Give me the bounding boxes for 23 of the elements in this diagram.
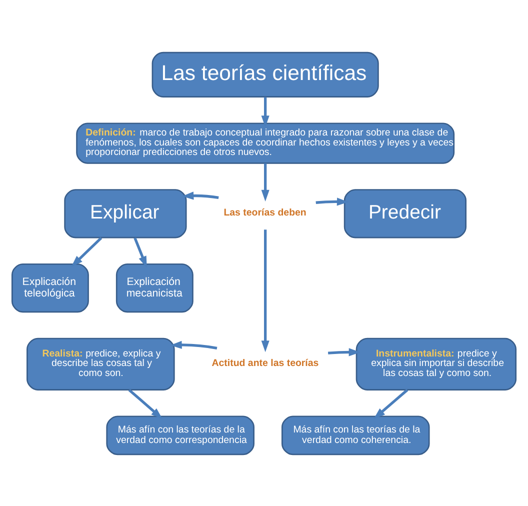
node-box: Predecir: [344, 188, 467, 238]
arrow: [316, 197, 348, 206]
arrow: [182, 191, 219, 200]
node-text: Actitud ante las teorías: [212, 357, 319, 368]
arrow: [170, 340, 218, 349]
node-box: Explicación teleológica: [11, 262, 89, 312]
arrow: [128, 388, 163, 418]
node-box: Las teorías científicas: [152, 51, 379, 97]
node-text: Las teorías deben: [224, 206, 306, 218]
node-box: Instrumentalista: predice y explica sin importar si describe las cosas tal y como son.: [356, 337, 517, 390]
arrow: [261, 162, 270, 201]
node-box: Definición: marco de trabajo conceptual integrado para razonar sobre una clase de fenómenos, los cuales son capaces de coordinar hechos existentes y leyes y a veces proporcionar predicciones de otros nuevos.: [76, 122, 455, 164]
node-box: Más afín con las teorías de la verdad como correspondencia: [106, 415, 254, 455]
node-box: Explicación mecanicista: [116, 262, 194, 312]
arrow: [374, 388, 408, 418]
arrow: [261, 96, 270, 127]
node-box: Realista: predice, explica y describe las cosas tal y como son.: [26, 337, 175, 390]
node-box: Explicar: [64, 188, 187, 238]
node-box: Más afín con las teorías de la verdad como coherencia.: [281, 415, 430, 455]
arrow: [328, 348, 360, 356]
arrow: [134, 236, 147, 268]
arrow: [261, 229, 270, 352]
arrow: [71, 236, 102, 266]
